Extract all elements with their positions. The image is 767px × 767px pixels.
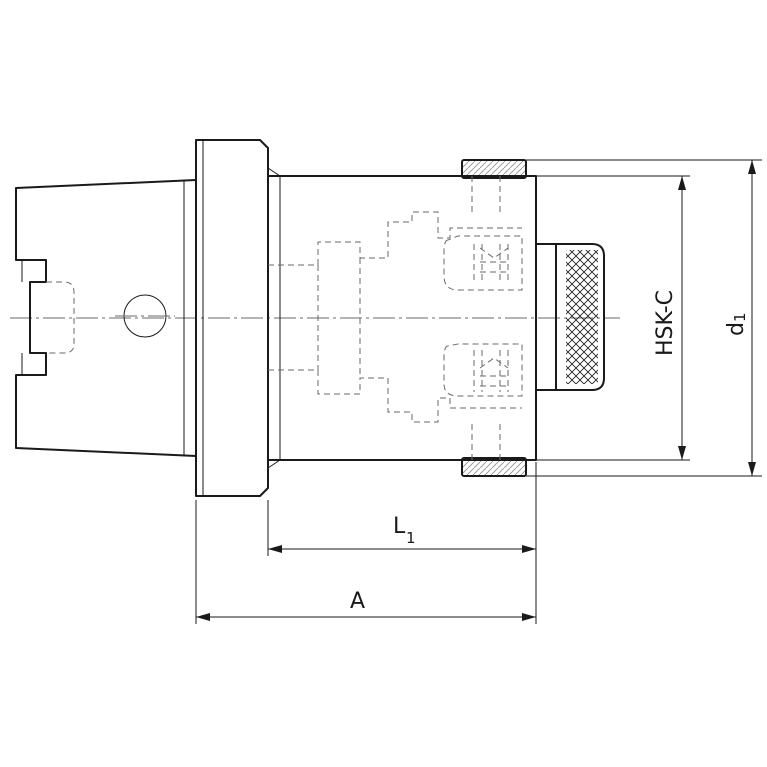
clamp-piece-lower-hidden — [443, 343, 523, 397]
dimension-a: A — [196, 589, 536, 621]
extension-lines — [195, 159, 762, 624]
dimension-label-d1: d — [724, 322, 749, 336]
flange — [195, 139, 281, 497]
dimension-hsk-c: HSK-C — [653, 176, 686, 460]
hsk-shank — [15, 179, 197, 457]
clamping-ring — [461, 159, 527, 477]
dimension-d1: d 1 — [724, 160, 756, 476]
internal-bore-hidden — [268, 176, 522, 460]
dimension-label-hsk-c: HSK-C — [653, 290, 678, 356]
dimension-label-a: A — [350, 589, 365, 614]
clamp-piece-upper-hidden — [443, 235, 523, 291]
dimension-l1: L 1 — [268, 514, 536, 553]
dimension-sub-d1: 1 — [731, 312, 749, 322]
dimension-sub-l1: 1 — [406, 529, 416, 547]
dimension-label-l1: L — [393, 514, 406, 539]
knurled-nut — [535, 243, 605, 391]
